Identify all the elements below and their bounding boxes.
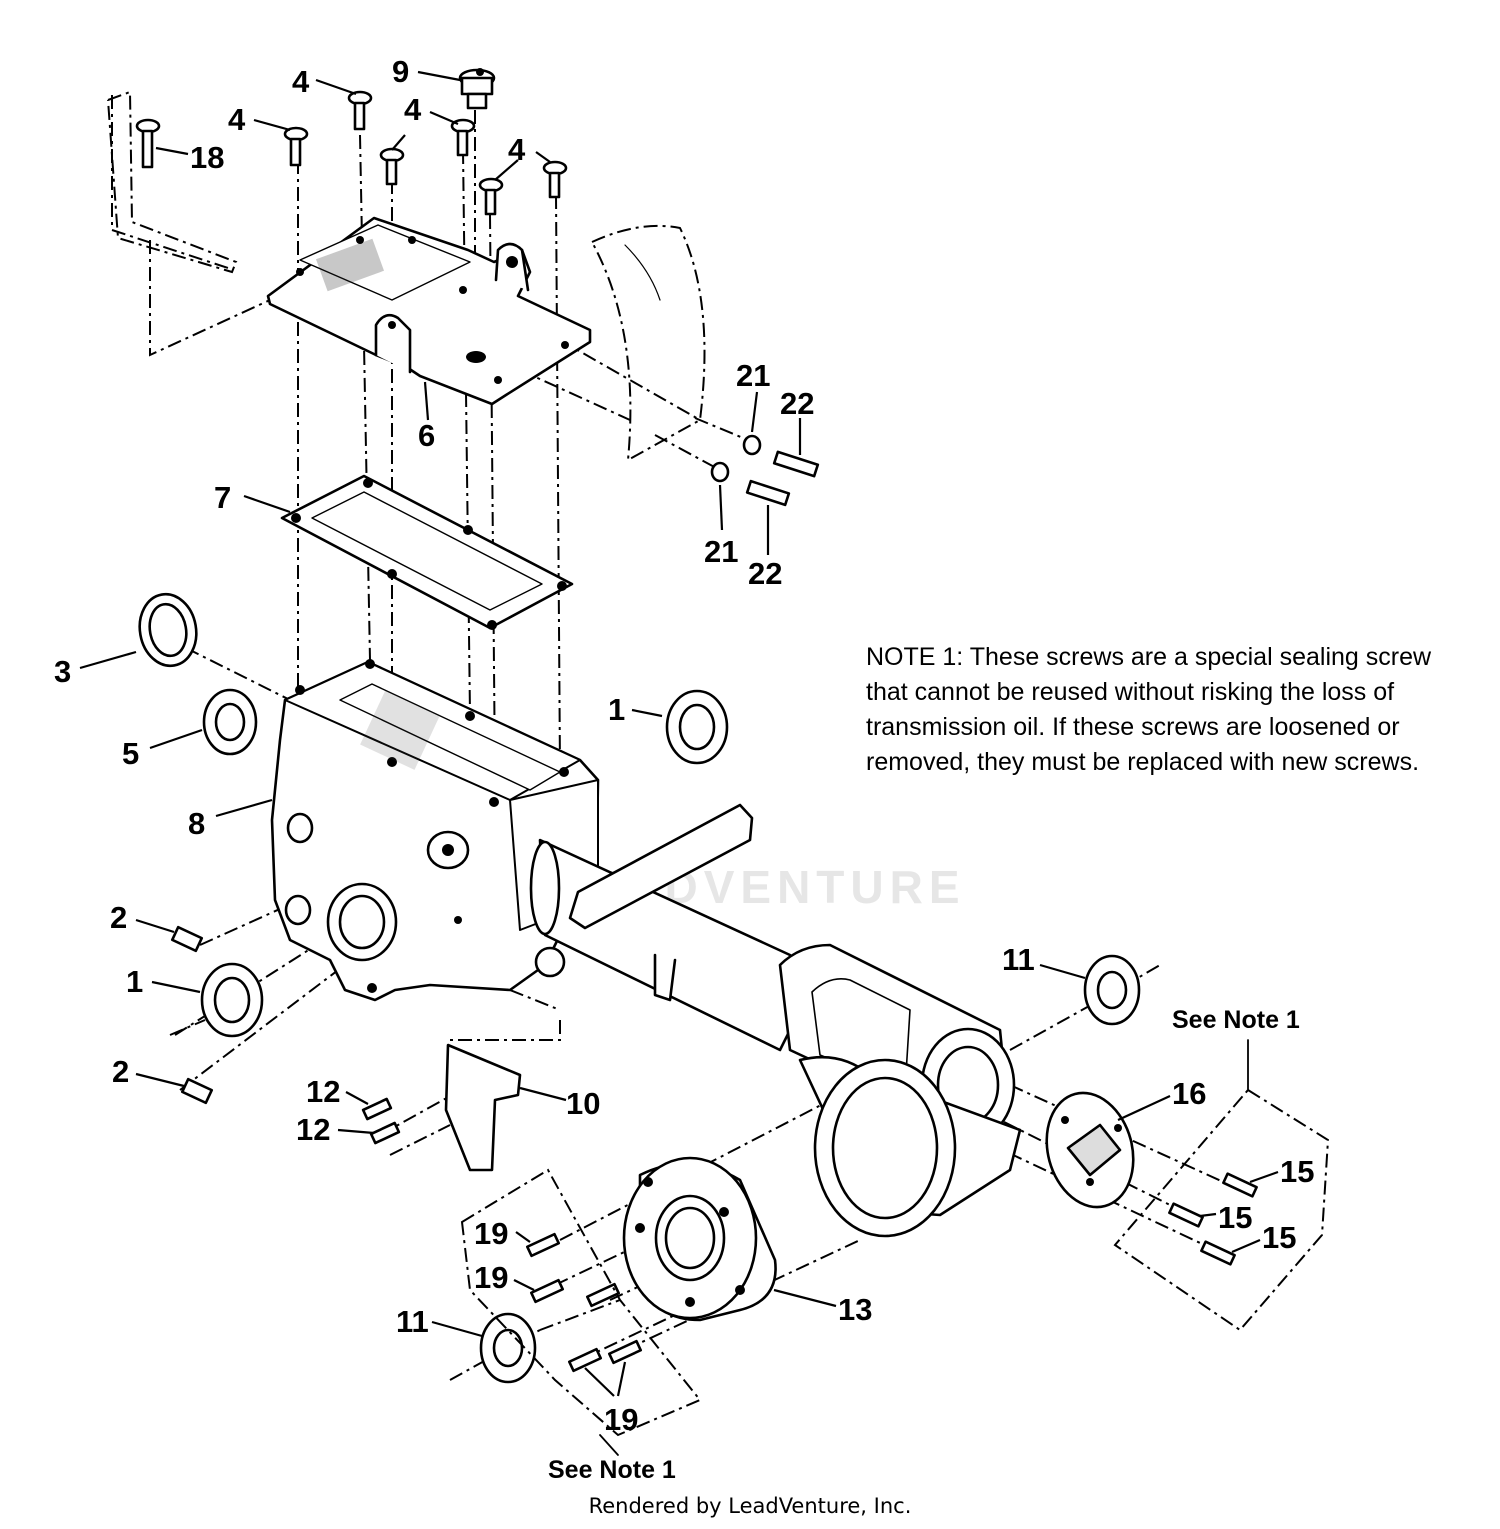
callout-11: 11	[1002, 942, 1035, 977]
callout-22: 22	[748, 556, 782, 591]
callout-19: 19	[604, 1402, 638, 1437]
callout-2: 2	[112, 1054, 129, 1089]
cover-screws	[135, 90, 568, 216]
render-credit: Rendered by LeadVenture, Inc.	[588, 1494, 912, 1518]
end-plate	[1045, 1091, 1135, 1209]
callout-1: 1	[126, 964, 143, 999]
callout-4: 4	[228, 102, 246, 137]
seals	[138, 592, 1141, 1384]
callout-5: 5	[122, 736, 139, 771]
wire-bracket	[107, 90, 238, 274]
vent-plug	[458, 68, 496, 110]
callout-15: 15	[1262, 1220, 1296, 1255]
tine-shield	[590, 224, 706, 462]
callout-4: 4	[292, 64, 310, 99]
callout-11: 11	[396, 1304, 429, 1339]
callout-10: 10	[566, 1086, 600, 1121]
end-cap	[622, 1156, 777, 1322]
cover-plate	[266, 216, 592, 406]
callout-15: 15	[1280, 1154, 1314, 1189]
callout-7: 7	[214, 480, 231, 515]
callout-19: 19	[474, 1260, 508, 1295]
callout-3: 3	[54, 654, 71, 689]
callout-12: 12	[306, 1074, 340, 1109]
gasket	[280, 474, 574, 630]
callout-22: 22	[780, 386, 814, 421]
leader-lines	[79, 70, 1279, 1397]
callout-16: 16	[1172, 1076, 1206, 1111]
see-note-label-bottom: See Note 1	[548, 1456, 676, 1484]
callout-9: 9	[392, 54, 409, 89]
transmission-housing	[270, 659, 600, 1002]
callout-1: 1	[608, 692, 625, 727]
callout-19: 19	[474, 1216, 508, 1251]
note-1-text: NOTE 1: These screws are a special seali…	[866, 643, 1432, 776]
small-hardware	[170, 925, 1258, 1373]
callout-4: 4	[508, 132, 526, 167]
callouts: 4 4 4 4 9 18 6 7 21 22 21 22 3 5 8 1 2 1…	[54, 54, 1314, 1484]
callout-8: 8	[188, 806, 205, 841]
callout-21: 21	[704, 534, 738, 569]
axle-tube	[529, 803, 1022, 1238]
callout-15: 15	[1218, 1200, 1252, 1235]
washers-bolts	[710, 434, 820, 507]
callout-6: 6	[418, 418, 435, 453]
callout-2: 2	[110, 900, 127, 935]
callout-18: 18	[190, 140, 224, 175]
see-note-label-top: See Note 1	[1172, 1006, 1300, 1034]
note-groups	[460, 1039, 1330, 1456]
callout-12: 12	[296, 1112, 330, 1147]
callout-4: 4	[404, 92, 422, 127]
callout-21: 21	[736, 358, 770, 393]
callout-13: 13	[838, 1292, 872, 1327]
